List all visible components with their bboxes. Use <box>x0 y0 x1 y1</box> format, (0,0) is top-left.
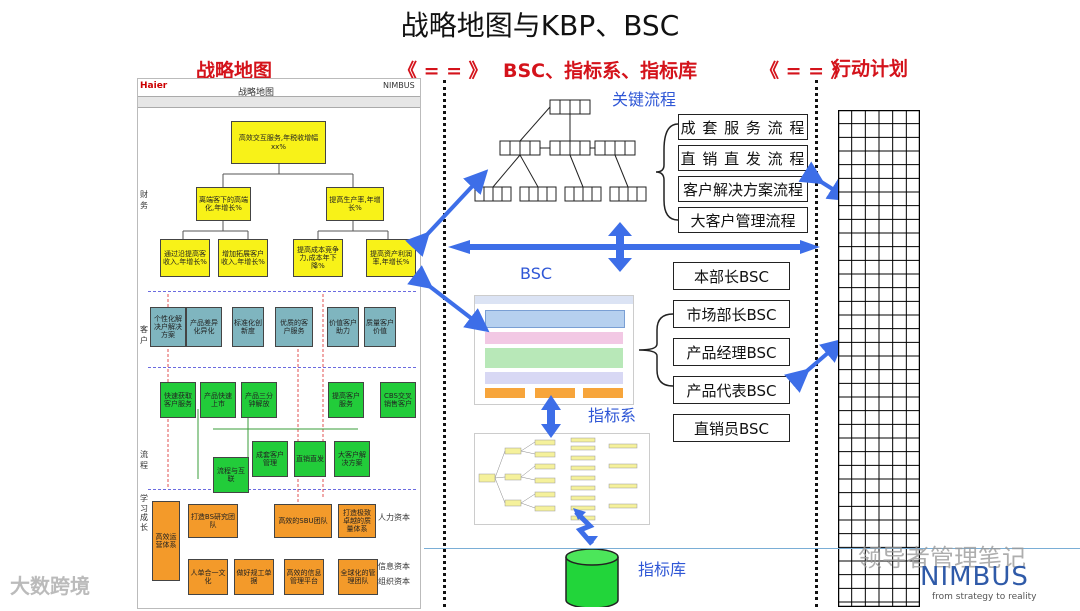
bsc-box-3: 产品经理BSC <box>673 338 790 366</box>
strategy-map-label: 战略地图 <box>196 60 273 82</box>
bsc-brace <box>638 313 674 387</box>
learn-box-5: 做好规工单据 <box>234 559 274 595</box>
bsc-box-5: 直销员BSC <box>673 414 790 442</box>
arrow-right-label: 《 = = 》 <box>760 60 850 82</box>
fin-bottom-box-3: 提高成本竞争力,成本年下降% <box>293 239 343 277</box>
middle-section-label: BSC、指标系、指标库 <box>503 60 698 82</box>
nimbus-brand: NIMBUS <box>920 562 1029 592</box>
process-box-1: 成 套 服 务 流 程 <box>678 114 808 140</box>
thumb-header <box>475 296 633 304</box>
thumb-row-4 <box>485 372 623 384</box>
thumb-orange-2 <box>535 388 575 398</box>
proc-box-8: 直销直发 <box>294 441 326 477</box>
watermark-left: 大数跨境 <box>10 574 90 598</box>
proc-box-3: 产品三分钟解放 <box>241 382 277 418</box>
proc-box-6: 流程与互联 <box>213 457 249 493</box>
thumb-orange-1 <box>485 388 525 398</box>
thumb-row-3 <box>485 348 623 368</box>
cust-box-3: 标准化创新度 <box>232 307 264 347</box>
proc-box-7: 成套客户管理 <box>252 441 288 477</box>
bsc-box-1: 本部长BSC <box>673 262 790 290</box>
nimbus-tagline: from strategy to reality <box>932 592 1037 602</box>
grid-graphic <box>837 109 921 608</box>
map-brand: NIMBUS <box>383 81 415 90</box>
indicator-library-label: 指标库 <box>638 560 687 579</box>
perspective-learning: 学习成长 <box>140 494 148 532</box>
process-chain-graphic <box>474 99 647 202</box>
fin-mid-box-2: 提高生产率,年增长% <box>326 187 384 221</box>
fin-mid-box-1: 离端客下的高端化,年增长% <box>196 187 251 221</box>
bottom-rule <box>424 548 1080 549</box>
action-plan-label: 行动计划 <box>832 58 909 80</box>
learn-box-1: 打造BS研究团队 <box>188 504 238 538</box>
fin-top-box: 高效交互服务,年税收增幅xx% <box>231 121 326 164</box>
haier-logo: Haier <box>140 81 168 91</box>
process-box-2: 直 销 直 发 流 程 <box>678 145 808 171</box>
indicator-system-label: 指标系 <box>588 406 637 425</box>
perspective-financial: 财务 <box>140 190 148 210</box>
thumb-orange-3 <box>583 388 623 398</box>
learn-box-4: 人单合一文化 <box>188 559 228 595</box>
key-process-label: 关键流程 <box>612 90 677 109</box>
learn-box-7: 全球化的管理团队 <box>338 559 378 595</box>
learn-left-box: 高效运营体系 <box>152 501 180 581</box>
process-brace <box>655 123 679 221</box>
thumb-row-2 <box>485 332 623 344</box>
tree-graphic <box>478 437 638 521</box>
learn-box-3: 打造极致卓越的质量体系 <box>338 504 376 538</box>
perspective-customer: 客户 <box>140 325 148 345</box>
page-title: 战略地图与KBP、BSC <box>400 9 680 42</box>
strategy-map-panel: Haier 战略地图 NIMBUS 财务 客户 流程 学习成长 人力资本 信息资… <box>137 78 421 609</box>
bsc-box-4: 产品代表BSC <box>673 376 790 404</box>
cust-box-5: 价值客户助力 <box>327 307 359 347</box>
cust-box-6: 质量客户价值 <box>364 307 396 347</box>
map-header-title: 战略地图 <box>238 88 275 98</box>
proc-box-9: 大客户解决方案 <box>334 441 370 477</box>
map-toolbar <box>138 96 420 108</box>
proc-box-1: 快速获取客户服务 <box>160 382 196 418</box>
watermark-right: 领导者管理笔记 <box>858 544 1026 572</box>
fin-bottom-box-1: 通过沿提高客收入,年增长% <box>160 239 210 277</box>
label-org-capital: 组织资本 <box>378 577 410 586</box>
indicator-tree-thumbnail <box>474 433 650 525</box>
proc-box-4: 提高客户服务 <box>328 382 364 418</box>
action-plan-grid <box>837 109 921 608</box>
map-divider-1 <box>148 291 416 292</box>
label-info-capital: 信息资本 <box>378 562 410 571</box>
cust-box-2: 产品差异化异化 <box>186 307 222 347</box>
proc-box-5: CBS交叉销售客户 <box>380 382 416 418</box>
indicator-system-thumbnail <box>474 295 634 405</box>
database-icon <box>565 548 619 607</box>
perspective-process: 流程 <box>140 450 148 470</box>
arrow-left-label: 《 = = 》 <box>398 60 488 82</box>
label-human-capital: 人力资本 <box>378 513 410 522</box>
process-box-4: 大客户管理流程 <box>678 207 808 233</box>
process-box-3: 客户解决方案流程 <box>678 176 808 202</box>
map-divider-2 <box>148 367 416 368</box>
cust-box-1: 个性化解决户解决方案 <box>150 307 186 347</box>
divider-left <box>443 80 446 607</box>
proc-box-2: 产品快速上市 <box>200 382 236 418</box>
learn-box-6: 高效的信息管理平台 <box>284 559 324 595</box>
learn-box-2: 高效的SBU团队 <box>274 504 332 538</box>
bsc-box-2: 市场部长BSC <box>673 300 790 328</box>
map-divider-3 <box>148 489 416 490</box>
fin-bottom-box-2: 增加拓展客户收入,年增长% <box>218 239 268 277</box>
bsc-label: BSC <box>520 264 553 283</box>
cust-box-4: 优质的客户服务 <box>275 307 313 347</box>
